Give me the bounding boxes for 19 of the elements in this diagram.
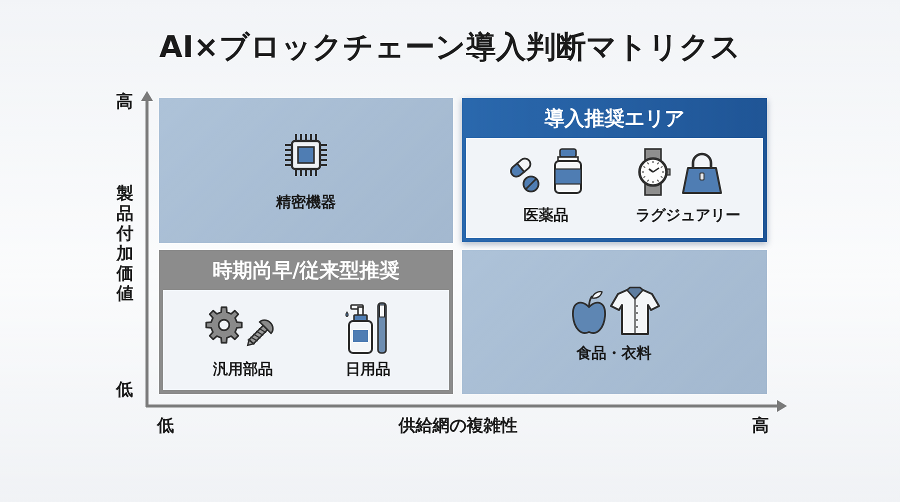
axis-tick-label: 高 bbox=[752, 416, 769, 436]
diagram-title: AI×ブロックチェーン導入判断マトリクス bbox=[159, 29, 741, 67]
axis-title: 供給網の複雑性 bbox=[398, 416, 518, 436]
item-label: 汎用部品 bbox=[213, 360, 273, 378]
quadrant-panel bbox=[462, 250, 767, 394]
axis-tick-label: 低 bbox=[157, 416, 174, 436]
area-heading: 時期尚早/従来型推奨 bbox=[211, 257, 401, 284]
item-label: 精密機器 bbox=[276, 193, 336, 211]
axis-tick-label: 高 bbox=[116, 92, 133, 112]
quadrant-panel bbox=[462, 98, 767, 242]
item-label: 食品・衣料 bbox=[576, 344, 652, 362]
axis-title: 製品付加価値 bbox=[116, 184, 134, 304]
axis-tick-label: 低 bbox=[116, 380, 133, 400]
item-label: ラグジュアリー bbox=[636, 206, 740, 224]
quadrant-panel bbox=[159, 250, 453, 394]
item-label: 医薬品 bbox=[524, 206, 568, 224]
item-label: 日用品 bbox=[346, 360, 390, 378]
area-heading: 導入推奨エリア bbox=[544, 105, 686, 132]
quadrant-panel bbox=[159, 98, 453, 243]
